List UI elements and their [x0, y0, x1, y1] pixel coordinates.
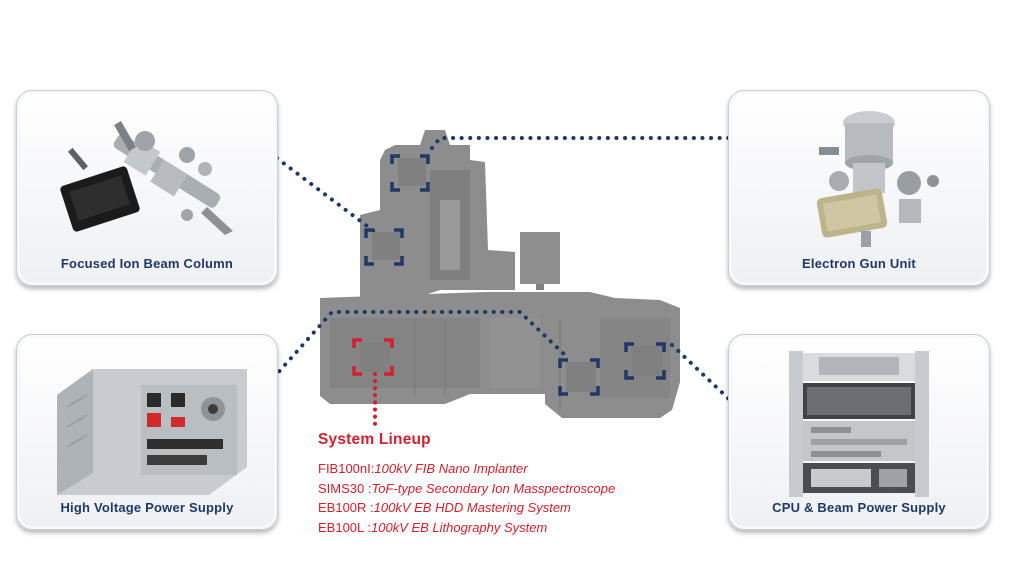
lineup-item: EB100L :100kV EB Lithography System — [318, 518, 718, 538]
fib-column-card: Focused Ion Beam Column — [16, 90, 278, 286]
marker-hv — [558, 358, 600, 396]
navy-connectors — [266, 136, 734, 404]
cpu-supply-card: CPU & Beam Power Supply — [728, 334, 990, 530]
electron-gun-card: Electron Gun Unit — [728, 90, 990, 286]
lineup-item: FIB100nI:100kV FIB Nano Implanter — [318, 459, 718, 479]
marker-sample-stage — [352, 338, 394, 376]
hv-supply-card: High Voltage Power Supply — [16, 334, 278, 530]
hv-supply-photo — [57, 369, 247, 495]
hv-supply-label: High Voltage Power Supply — [60, 500, 234, 515]
lineup-item-description: 100kV EB HDD Mastering System — [373, 500, 571, 515]
lineup-title: System Lineup — [318, 431, 431, 448]
marker-cpu — [624, 342, 666, 380]
fib-column-label: Focused Ion Beam Column — [60, 256, 234, 271]
lineup-item-separator: : — [370, 461, 375, 476]
lineup-item-separator: : — [366, 500, 374, 515]
lineup-item-code: SIMS30 — [318, 480, 365, 496]
electron-gun-photo — [816, 111, 939, 247]
lineup-item-code: FIB100nI — [318, 461, 371, 476]
electron-gun-label: Electron Gun Unit — [802, 256, 916, 271]
marker-fib — [364, 228, 404, 266]
fib-column-photo — [60, 121, 233, 235]
lineup-item-description: 100kV EB Lithography System — [371, 519, 548, 535]
lineup-item-code: EB100L — [318, 519, 364, 535]
marker-egun — [390, 154, 430, 192]
lineup-item: SIMS30 :ToF-type Secondary Ion Masspectr… — [318, 479, 718, 499]
lineup-item-code: EB100R — [318, 500, 367, 515]
lineup-item-separator: : — [363, 519, 372, 535]
lineup-item-description: 100kV FIB Nano Implanter — [374, 461, 528, 476]
lineup-item-separator: : — [364, 480, 372, 496]
lineup-item: EB100R :100kV EB HDD Mastering System — [318, 498, 718, 518]
cpu-supply-photo — [789, 351, 929, 497]
lineup-item-description: ToF-type Secondary Ion Masspectroscope — [371, 480, 616, 496]
cpu-supply-label: CPU & Beam Power Supply — [772, 500, 946, 515]
system-lineup: System Lineup FIB100nI:100kV FIB Nano Im… — [318, 431, 718, 537]
